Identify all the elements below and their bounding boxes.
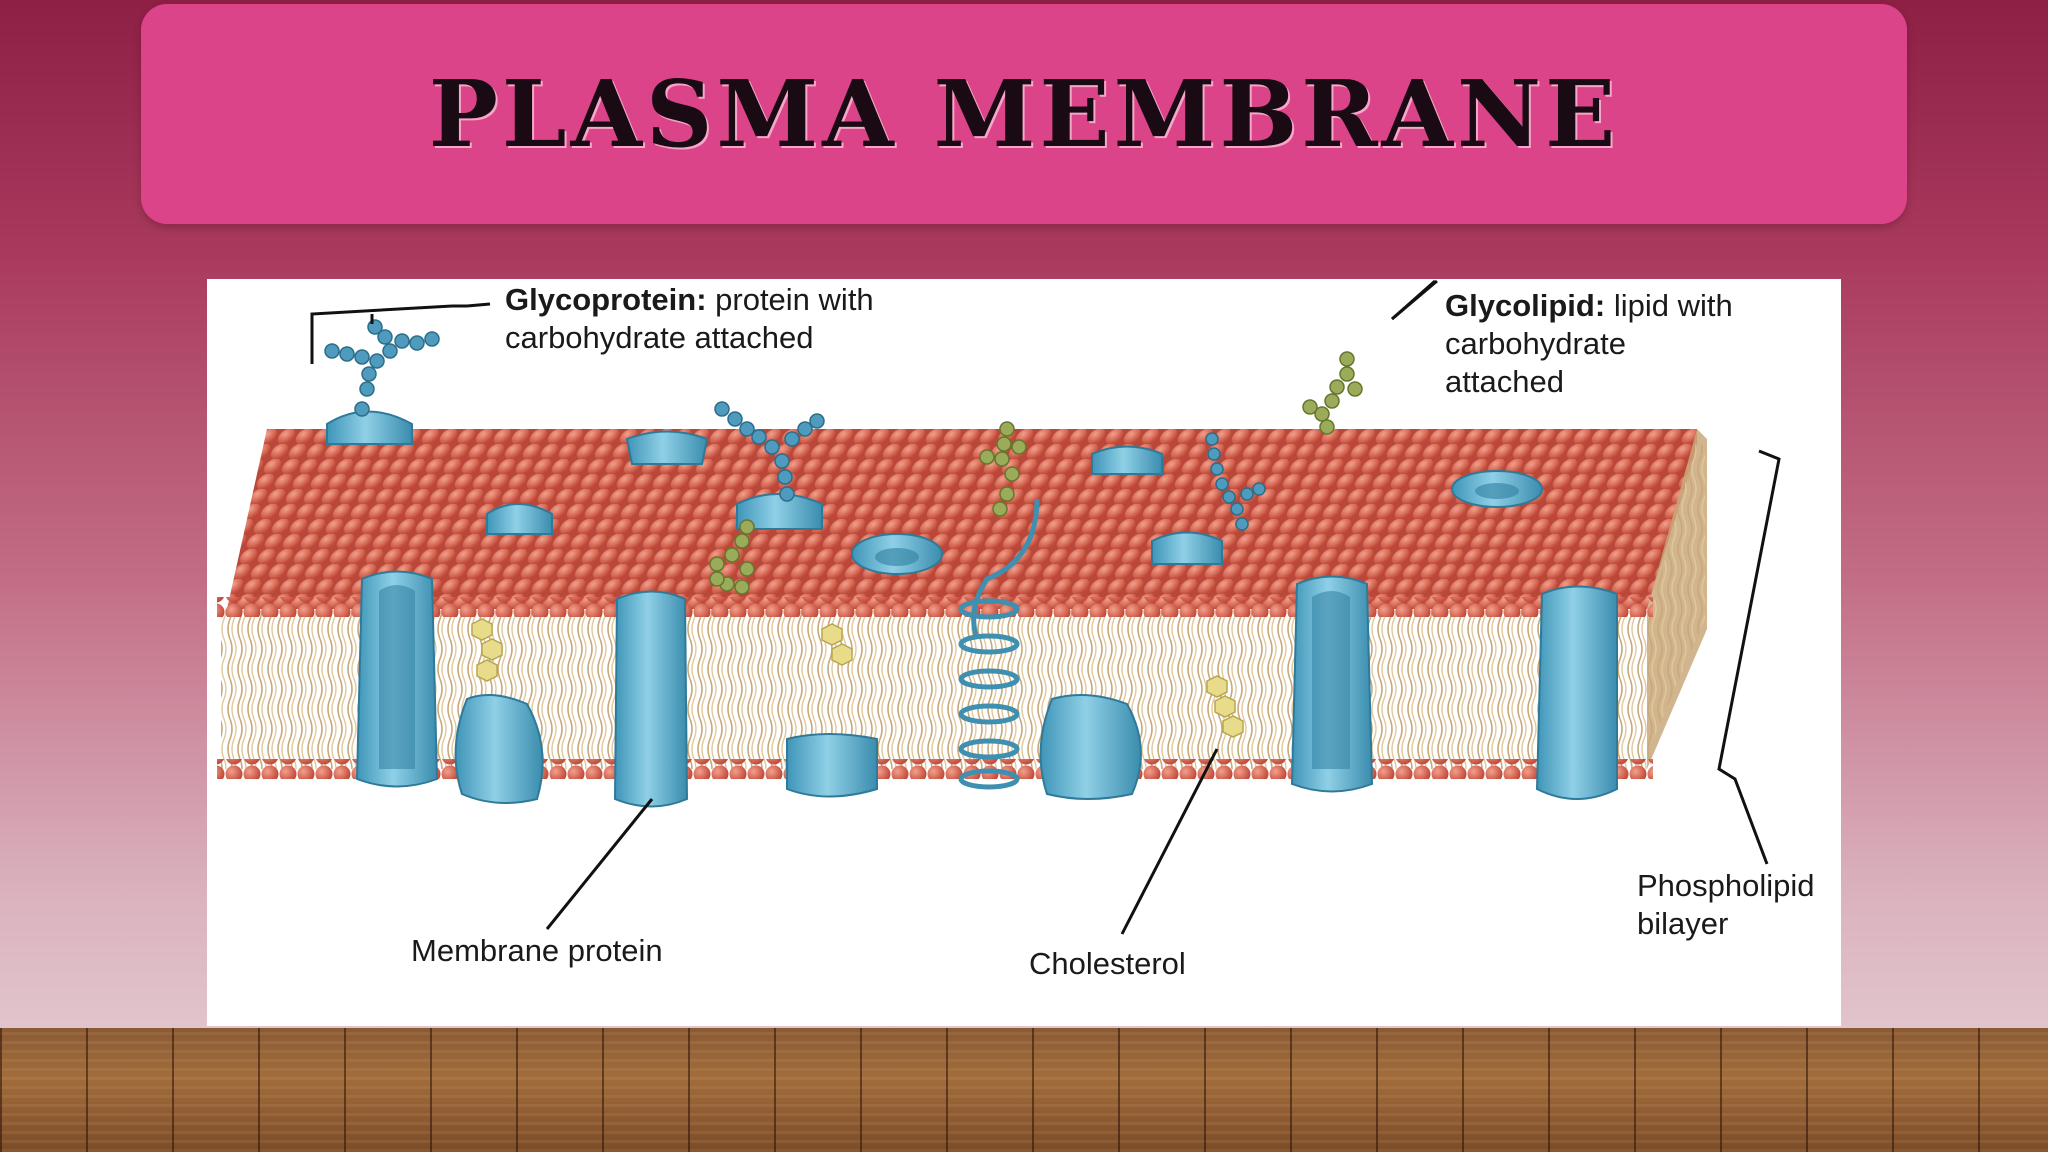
glycoprotein-chains <box>324 319 1266 531</box>
glycoprotein-desc-line2: carbohydrate attached <box>505 320 814 355</box>
wooden-floor <box>0 1028 2048 1152</box>
slide-title: PLASMA MEMBRANE <box>428 60 1620 168</box>
phospholipid-label-line2: bilayer <box>1637 906 1729 941</box>
glycoprotein-term: Glycoprotein: <box>505 282 707 317</box>
glycolipid-desc-line2: carbohydrate <box>1445 326 1626 361</box>
glycoprotein-label: Glycoprotein: protein with carbohydrate … <box>505 281 874 357</box>
membrane-top-surface <box>227 429 1697 609</box>
cholesterol-molecules <box>471 618 1244 738</box>
membrane-illustration <box>217 279 1781 935</box>
upper-head-row <box>217 597 1653 617</box>
title-bar: PLASMA MEMBRANE <box>141 4 1907 224</box>
phospholipid-bilayer-label: Phospholipid bilayer <box>1637 867 1815 943</box>
glycolipid-chains <box>709 351 1363 595</box>
glycolipid-label: Glycolipid: lipid with carbohydrate atta… <box>1445 287 1733 401</box>
glycolipid-term: Glycolipid: <box>1445 288 1606 323</box>
glycoprotein-desc-line1: protein with <box>715 282 874 317</box>
glycolipid-desc-line1: lipid with <box>1613 288 1733 323</box>
glycolipid-desc-line3: attached <box>1445 364 1564 399</box>
helical-protein <box>958 498 1040 790</box>
cholesterol-label: Cholesterol <box>1029 946 1186 981</box>
membrane-protein-label: Membrane protein <box>411 933 663 968</box>
phospholipid-label-line1: Phospholipid <box>1637 868 1815 903</box>
membrane-diagram: Glycoprotein: protein with carbohydrate … <box>207 279 1841 1026</box>
leader-lines <box>310 279 1781 935</box>
